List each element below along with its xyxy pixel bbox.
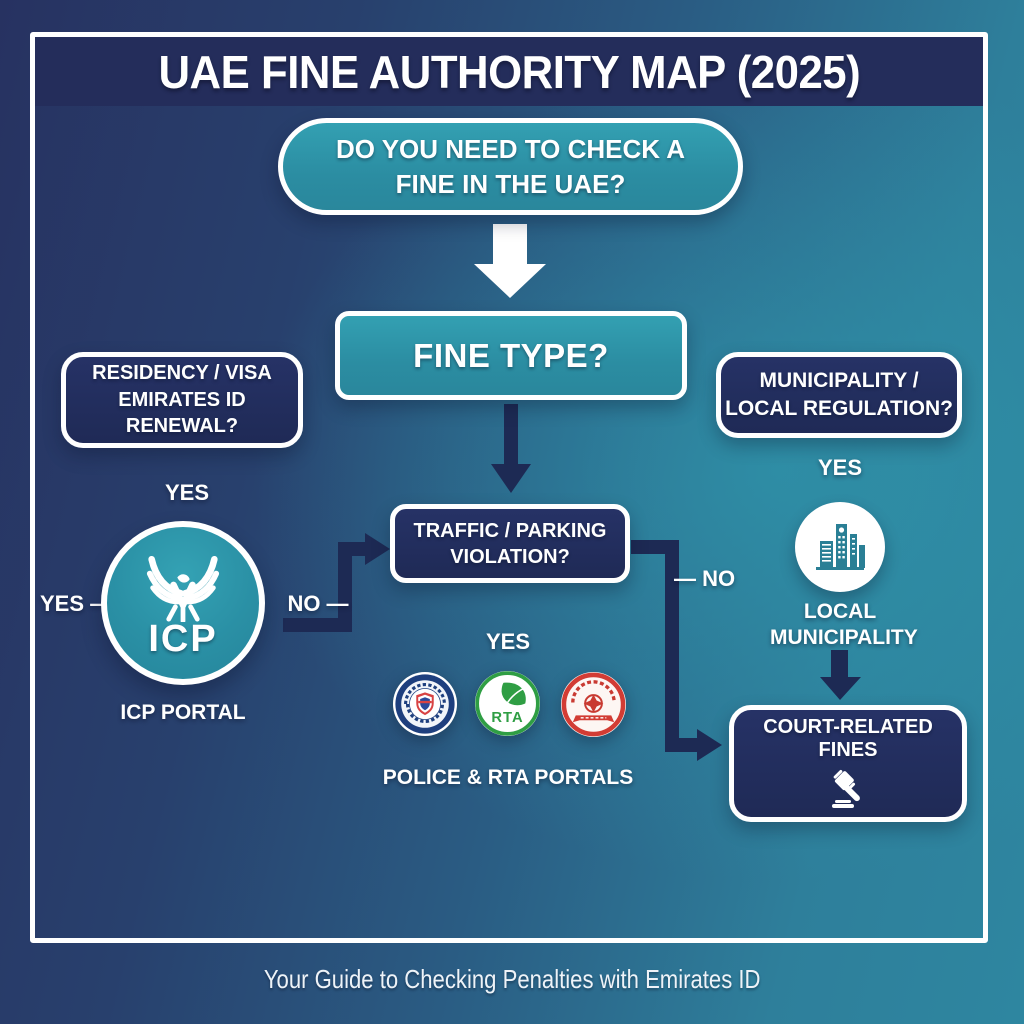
traffic-line1: TRAFFIC / PARKING bbox=[413, 519, 607, 542]
footer-caption: Your Guide to Checking Penalties with Em… bbox=[263, 964, 761, 994]
local-municipality-line1: LOCAL bbox=[803, 600, 877, 623]
court-fines-box: COURT-RELATED FINES bbox=[729, 705, 967, 822]
page-title: UAE FINE AUTHORITY MAP (2025) bbox=[158, 45, 860, 98]
police-badge-icon bbox=[392, 671, 458, 737]
residency-line3: RENEWAL? bbox=[125, 415, 239, 438]
municipality-line2: LOCAL REGULATION? bbox=[725, 397, 953, 420]
icp-no-label: NO — bbox=[287, 591, 349, 616]
local-municipality-node bbox=[795, 502, 885, 592]
fine-type-box: FINE TYPE? bbox=[335, 311, 687, 400]
title-band: UAE FINE AUTHORITY MAP (2025) bbox=[35, 37, 983, 106]
rta-leaf-logo-icon: RTA bbox=[474, 670, 541, 737]
icp-monogram: ICP bbox=[148, 617, 218, 660]
court-fines-label: COURT-RELATED FINES bbox=[763, 716, 933, 761]
city-buildings-icon bbox=[816, 524, 865, 570]
icp-yes-label: YES — bbox=[40, 591, 113, 616]
icp-portal-label: ICP PORTAL bbox=[120, 701, 246, 724]
residency-yes-label: YES bbox=[164, 480, 210, 505]
traffic-line2: VIOLATION? bbox=[450, 545, 570, 568]
traffic-no-label: — NO bbox=[674, 566, 736, 591]
icp-portal-node: ICP bbox=[101, 521, 265, 685]
traffic-yes-label: YES bbox=[485, 629, 531, 654]
traffic-question-box: TRAFFIC / PARKING VIOLATION? bbox=[390, 504, 630, 583]
poster-frame bbox=[30, 32, 988, 943]
municipality-yes-label: YES bbox=[817, 455, 863, 480]
municipality-question-box: MUNICIPALITY / LOCAL REGULATION? bbox=[716, 352, 962, 438]
falcon-eagle-icon bbox=[146, 555, 220, 622]
police-rta-portals-label: POLICE & RTA PORTALS bbox=[382, 766, 634, 789]
red-municipal-badge-icon bbox=[560, 671, 627, 738]
fine-type-label: FINE TYPE? bbox=[413, 336, 609, 374]
rta-text: RTA bbox=[491, 710, 523, 726]
local-municipality-label: LOCAL MUNICIPALITY bbox=[770, 599, 918, 652]
local-municipality-line2: MUNICIPALITY bbox=[770, 626, 918, 650]
start-question-box: DO YOU NEED TO CHECK A FINE IN THE UAE? bbox=[278, 118, 743, 215]
gavel-icon bbox=[832, 769, 860, 808]
residency-question-box: RESIDENCY / VISA EMIRATES ID RENEWAL? bbox=[61, 352, 303, 448]
start-question-line1: DO YOU NEED TO CHECK A bbox=[335, 134, 686, 165]
municipality-line1: MUNICIPALITY / bbox=[759, 369, 919, 393]
footer: Your Guide to Checking Penalties with Em… bbox=[0, 964, 1024, 995]
residency-line1: RESIDENCY / VISA bbox=[92, 362, 272, 385]
start-question-line2: FINE IN THE UAE? bbox=[395, 168, 626, 199]
residency-line2: EMIRATES ID bbox=[118, 388, 246, 411]
